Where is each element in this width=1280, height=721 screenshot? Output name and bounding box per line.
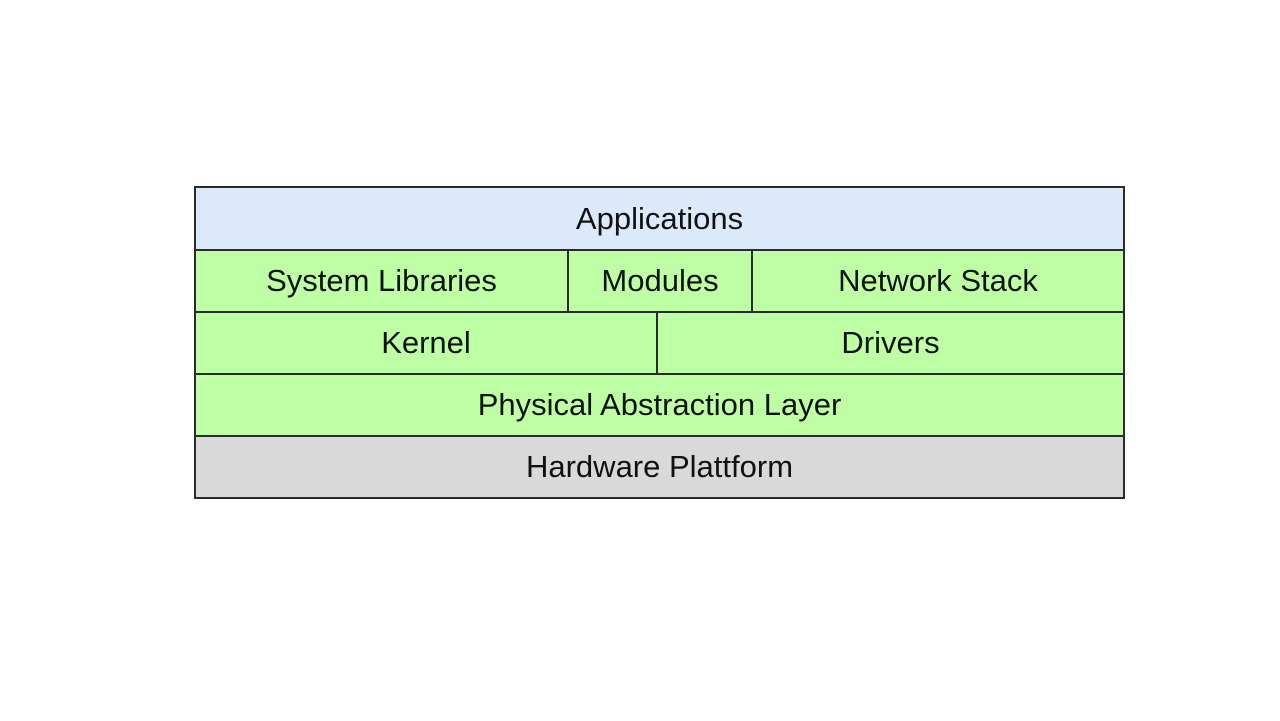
- network-stack-box: Network Stack: [751, 251, 1123, 311]
- kernel-layer: Kernel Drivers: [196, 313, 1123, 373]
- modules-box: Modules: [567, 251, 751, 311]
- physical-abstraction-layer-box: Physical Abstraction Layer: [196, 375, 1123, 435]
- drivers-box: Drivers: [656, 313, 1123, 373]
- hardware-platform-box: Hardware Plattform: [196, 437, 1123, 497]
- hardware-layer: Hardware Plattform: [196, 437, 1123, 497]
- services-layer: System Libraries Modules Network Stack: [196, 251, 1123, 311]
- physical-abstraction-layer: Physical Abstraction Layer: [196, 375, 1123, 435]
- kernel-box: Kernel: [196, 313, 656, 373]
- applications-layer: Applications: [196, 188, 1123, 249]
- system-libraries-box: System Libraries: [196, 251, 567, 311]
- applications-box: Applications: [196, 188, 1123, 249]
- layer-stack-diagram: Applications System Libraries Modules Ne…: [194, 186, 1125, 499]
